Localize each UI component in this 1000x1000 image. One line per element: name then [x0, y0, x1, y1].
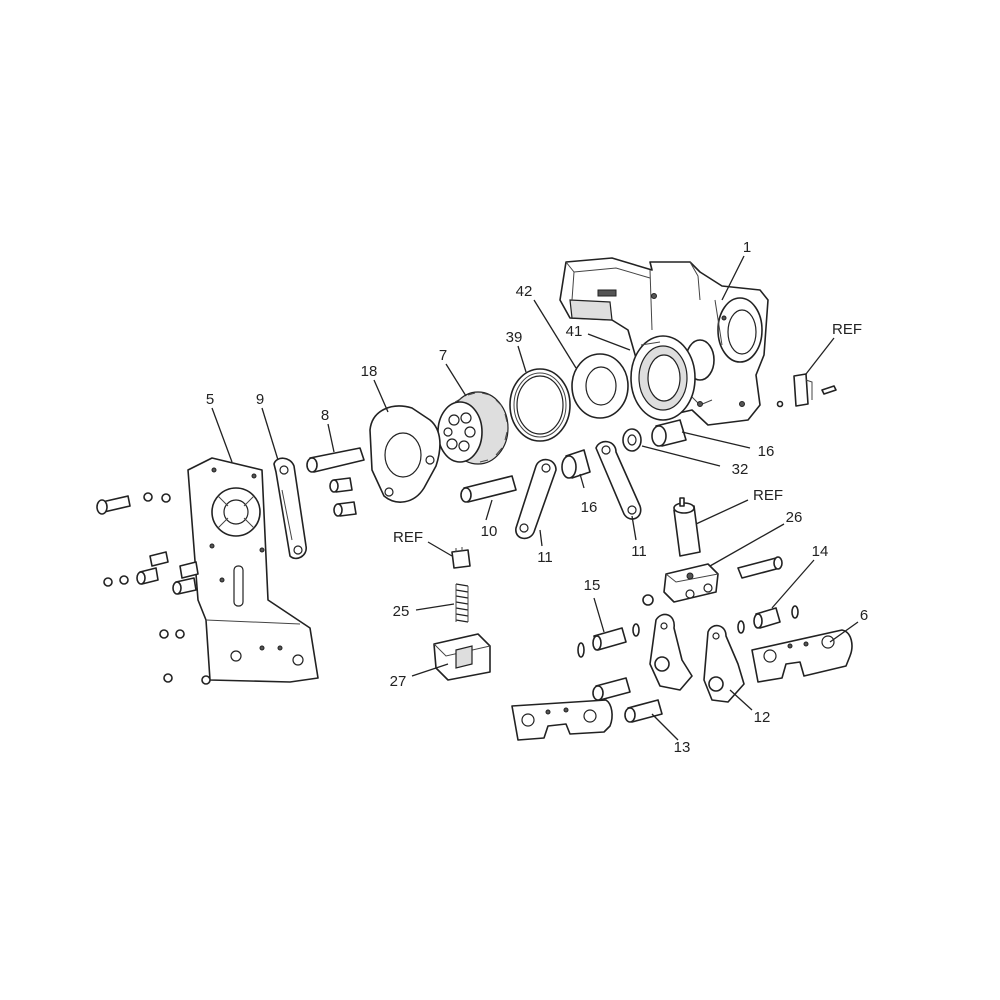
- callout-7: 7: [439, 347, 447, 364]
- callout-ref-mid: REF: [753, 487, 783, 504]
- lower-support: [511, 699, 613, 741]
- bolts-near-part-18: [329, 477, 357, 517]
- part-9-link-plate: [273, 457, 307, 560]
- callout-8: 8: [321, 407, 329, 424]
- ref-bracket-top-right: [776, 373, 837, 408]
- leader-lines: [211, 255, 859, 741]
- callout-15: 15: [584, 577, 601, 594]
- part-15-shaft: [577, 594, 654, 658]
- part-26-block: [663, 563, 719, 603]
- callout-16-top: 16: [758, 443, 775, 460]
- screws-left-of-part-5: [96, 492, 211, 685]
- ref-cylinder: [673, 497, 701, 557]
- part-32-washer: [622, 428, 642, 452]
- callout-11-right: 11: [631, 543, 647, 560]
- part-10-pin: [460, 475, 517, 503]
- ref-connector: [451, 547, 471, 569]
- callout-ref-left: REF: [393, 529, 423, 546]
- callout-1: 1: [743, 239, 751, 256]
- part-7-sprocket: [437, 391, 509, 465]
- callout-ref-top: REF: [832, 321, 862, 338]
- part-5-side-plate: [187, 457, 319, 683]
- part-16-bushing-b: [561, 449, 591, 479]
- callout-25: 25: [393, 603, 410, 620]
- callout-12: 12: [754, 709, 771, 726]
- callout-42: 42: [516, 283, 533, 300]
- callout-6: 6: [860, 607, 868, 624]
- callout-18: 18: [361, 363, 378, 380]
- part-12-arm-b: [703, 624, 745, 703]
- callout-26: 26: [786, 509, 803, 526]
- part-11-link-a: [515, 458, 557, 540]
- part-42-washer: [571, 353, 629, 419]
- part-14-stud: [737, 605, 799, 634]
- callout-27: 27: [390, 673, 407, 690]
- callout-13: 13: [674, 739, 691, 756]
- part-18-flange: [369, 405, 441, 503]
- part-39-seal: [509, 368, 571, 442]
- part-8-pin: [306, 447, 365, 473]
- part-12-arm-a: [649, 613, 693, 691]
- callout-14: 14: [812, 543, 829, 560]
- part-11-link-b: [595, 440, 642, 520]
- callout-16-mid: 16: [581, 499, 598, 516]
- part-27-block: [433, 633, 491, 681]
- part-13-pins: [592, 677, 663, 723]
- callout-5: 5: [206, 391, 214, 408]
- callout-39: 39: [506, 329, 523, 346]
- part-25-spring: [455, 583, 469, 623]
- callout-32: 32: [732, 461, 749, 478]
- part-41-bearing: [630, 335, 696, 421]
- callout-11-left: 11: [537, 549, 553, 566]
- callout-41: 41: [566, 323, 583, 340]
- screw-near-part-26: [737, 556, 783, 579]
- callout-9: 9: [256, 391, 264, 408]
- callout-labels: 1 42 39 41 7 18 8 9 5 REF 16 32 16 10 11…: [206, 239, 868, 756]
- callout-10: 10: [481, 523, 498, 540]
- part-16-bushing-a: [651, 419, 687, 447]
